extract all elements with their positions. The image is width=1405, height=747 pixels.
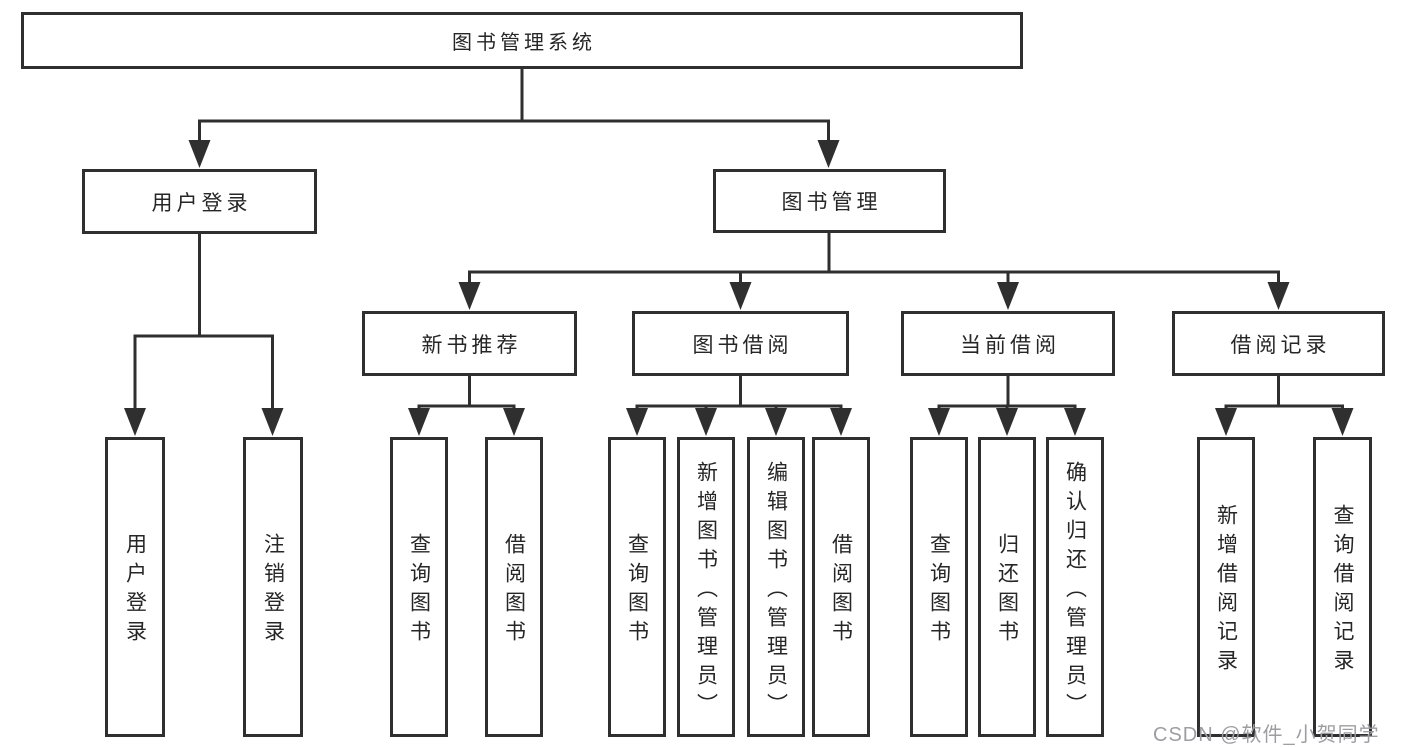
leaf-add-borrow-record: 新增借阅记录 [1197, 437, 1255, 737]
node-root: 图书管理系统 [21, 12, 1023, 69]
leaf-query-books-borrow: 查询图书 [608, 437, 666, 737]
leaf-query-books-recommend-label: 查询图书 [407, 533, 431, 649]
leaf-query-books-recommend: 查询图书 [390, 437, 448, 737]
node-current-borrow-label: 当前借阅 [960, 333, 1060, 357]
watermark-text: CSDN @软件_小贺同学 [1153, 724, 1380, 746]
connector-current-to-leaves [928, 376, 1086, 436]
leaf-edit-books-admin-label: 编辑图书（管理员） [764, 460, 788, 722]
connector-book-management-to-level3 [458, 233, 1290, 310]
node-user-login-label: 用户登录 [151, 191, 252, 215]
node-new-book-recommend: 新书推荐 [362, 311, 577, 376]
node-borrow-records-label: 借阅记录 [1230, 333, 1331, 357]
leaf-borrow-books-recommend: 借阅图书 [485, 437, 543, 737]
leaf-query-books-current: 查询图书 [910, 437, 968, 737]
connector-user-login-to-leaves [124, 234, 284, 436]
connector-recommend-to-leaves [408, 376, 525, 436]
leaf-add-books-admin-label: 新增图书（管理员） [694, 460, 718, 722]
node-root-label: 图书管理系统 [452, 32, 596, 54]
leaf-borrow-books-label: 借阅图书 [829, 533, 853, 649]
leaf-logout: 注销登录 [243, 437, 303, 737]
node-book-management: 图书管理 [713, 169, 946, 233]
node-book-borrow: 图书借阅 [632, 311, 849, 376]
node-book-management-label: 图书管理 [781, 191, 882, 214]
leaf-add-books-admin: 新增图书（管理员） [677, 437, 735, 737]
leaf-edit-books-admin: 编辑图书（管理员） [747, 437, 805, 737]
leaf-return-books-label: 归还图书 [995, 533, 1019, 649]
leaf-user-login: 用户登录 [105, 437, 165, 737]
leaf-return-books: 归还图书 [978, 437, 1036, 737]
leaf-logout-label: 注销登录 [261, 533, 285, 649]
node-borrow-records: 借阅记录 [1172, 311, 1385, 376]
leaf-borrow-books: 借阅图书 [812, 437, 870, 737]
leaf-confirm-return-admin: 确认归还（管理员） [1046, 437, 1104, 737]
connector-root-to-level2 [188, 69, 840, 168]
node-new-book-recommend-label: 新书推荐 [421, 333, 522, 357]
connector-borrow-to-leaves [626, 376, 852, 436]
connector-records-to-leaves [1215, 376, 1354, 436]
leaf-query-borrow-record: 查询借阅记录 [1313, 437, 1372, 737]
leaf-query-borrow-record-label: 查询借阅记录 [1331, 504, 1354, 678]
leaf-add-borrow-record-label: 新增借阅记录 [1214, 504, 1238, 678]
leaf-query-books-borrow-label: 查询图书 [625, 533, 649, 649]
node-current-borrow: 当前借阅 [901, 311, 1115, 376]
leaf-user-login-label: 用户登录 [123, 533, 147, 649]
node-user-login: 用户登录 [82, 169, 317, 234]
leaf-confirm-return-admin-label: 确认归还（管理员） [1063, 460, 1087, 722]
leaf-query-books-current-label: 查询图书 [927, 533, 951, 649]
leaf-borrow-books-recommend-label: 借阅图书 [502, 533, 526, 649]
node-book-borrow-label: 图书借阅 [692, 333, 793, 357]
